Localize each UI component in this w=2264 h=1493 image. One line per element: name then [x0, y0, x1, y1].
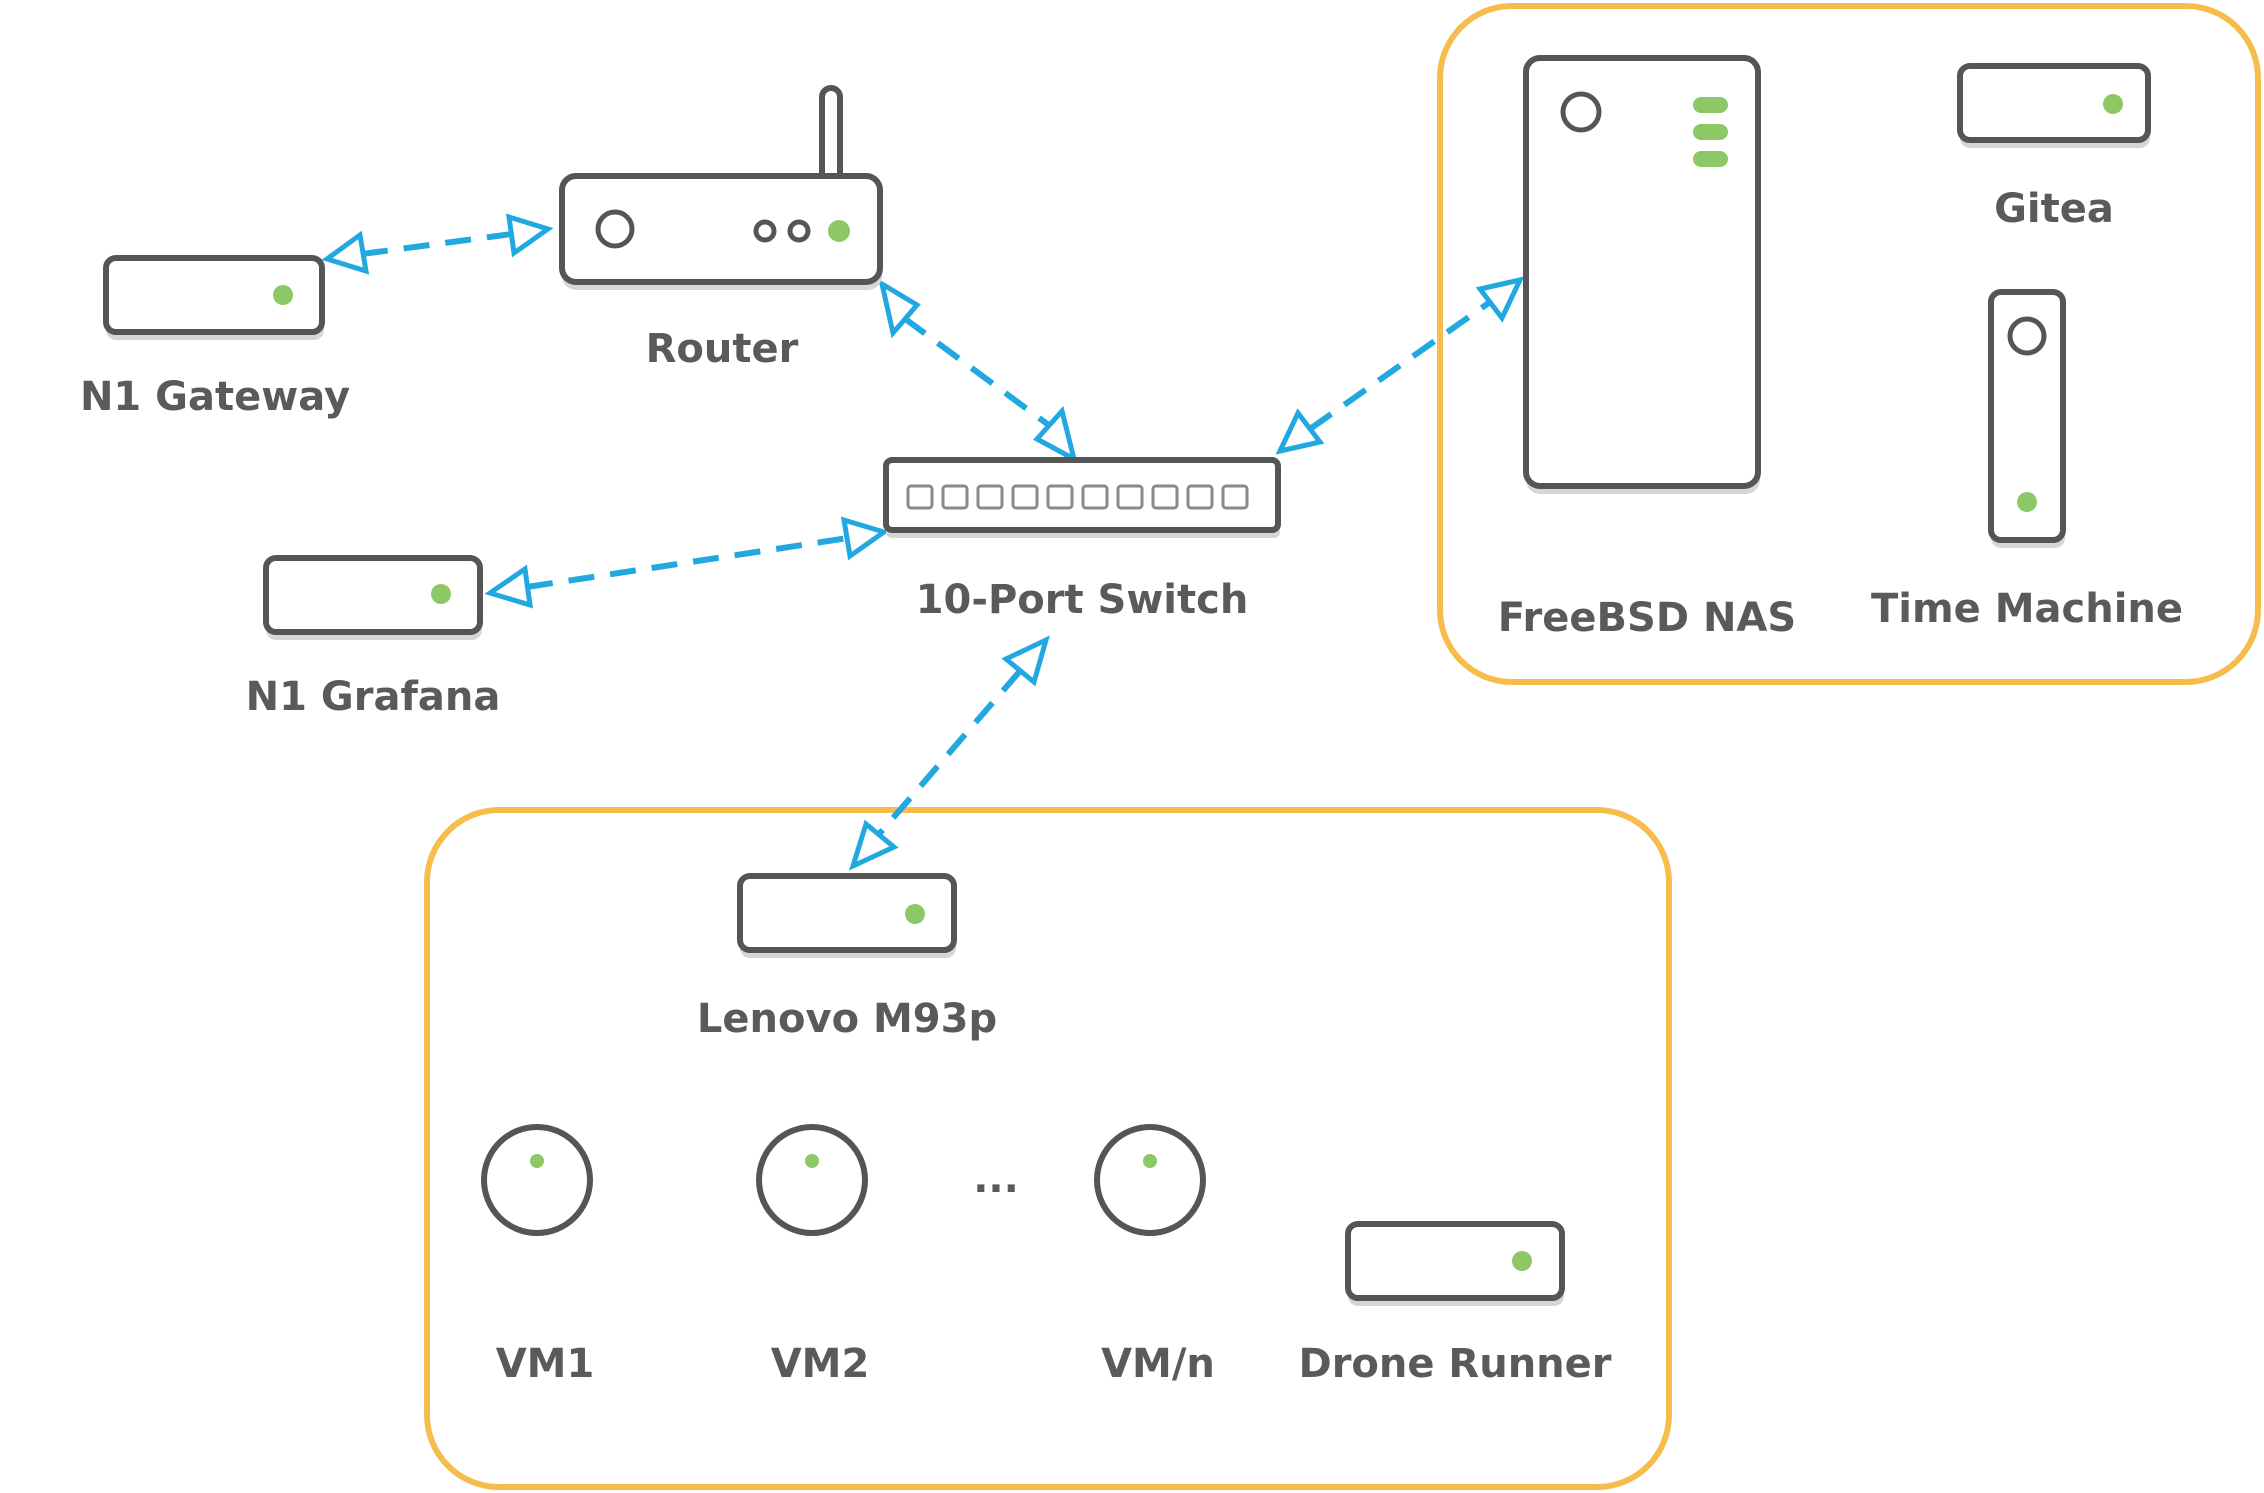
router-label: Router: [646, 326, 799, 372]
status-led-icon: [2103, 94, 2123, 114]
arrowhead-icon: [1001, 635, 1050, 687]
switch-label: 10-Port Switch: [916, 577, 1249, 623]
vmn-node: [1094, 1124, 1206, 1236]
status-led-icon: [805, 1154, 819, 1168]
time-machine-device: [1988, 289, 2066, 548]
freebsd-nas-device: [1523, 55, 1761, 494]
vm2-label: VM2: [771, 1341, 870, 1387]
vm1-label: VM1: [496, 1341, 595, 1387]
link-gateway-router: [321, 213, 554, 275]
link-switch-lenovo: [848, 635, 1050, 871]
drone-runner-device: [1345, 1221, 1565, 1306]
n1-grafana-device: [263, 555, 483, 640]
storage-group-box: [1437, 3, 2261, 685]
arrowhead-icon: [1475, 276, 1525, 323]
drive-led-icon: [1693, 97, 1728, 113]
lenovo-device: [737, 873, 957, 958]
time-machine-label: Time Machine: [1871, 586, 2183, 632]
status-led-icon: [905, 904, 925, 924]
status-led-icon: [828, 220, 850, 242]
arrowhead-icon: [878, 278, 921, 339]
freebsd-nas-label: FreeBSD NAS: [1498, 595, 1796, 641]
drive-led-icon: [1693, 151, 1728, 167]
vm2-node: [756, 1124, 868, 1236]
vmn-label: VM/n: [1101, 1341, 1215, 1387]
drone-runner-label: Drone Runner: [1298, 1341, 1611, 1387]
arrowhead-icon: [840, 516, 890, 561]
status-led-icon: [1143, 1154, 1157, 1168]
status-led-icon: [1512, 1251, 1532, 1271]
n1-grafana-label: N1 Grafana: [246, 674, 501, 720]
status-led-icon: [2017, 492, 2037, 512]
lenovo-label: Lenovo M93p: [697, 996, 997, 1042]
drive-led-icon: [1693, 124, 1728, 140]
link-router-switch: [878, 278, 1078, 464]
arrowhead-icon: [1275, 408, 1325, 455]
antenna-icon: [819, 85, 843, 187]
arrowhead-icon: [321, 230, 370, 275]
status-led-icon: [273, 285, 293, 305]
switch-ports: [906, 484, 1249, 510]
compute-group-box: [424, 807, 1672, 1490]
vm-ellipsis: ...: [973, 1156, 1019, 1202]
switch-device: [883, 457, 1281, 538]
status-led-icon: [530, 1154, 544, 1168]
gitea-label: Gitea: [1994, 186, 2114, 232]
status-led-icon: [431, 584, 451, 604]
n1-gateway-label: N1 Gateway: [80, 374, 350, 420]
router-device: [559, 85, 883, 290]
arrowhead-icon: [1033, 405, 1078, 464]
link-grafana-switch: [484, 516, 890, 609]
arrowhead-icon: [505, 213, 554, 258]
link-switch-nas: [1275, 276, 1525, 455]
vm1-node: [481, 1124, 593, 1236]
gitea-device: [1957, 63, 2151, 148]
n1-gateway-device: [103, 255, 325, 340]
arrowhead-icon: [484, 564, 534, 609]
arrowhead-icon: [848, 819, 899, 871]
